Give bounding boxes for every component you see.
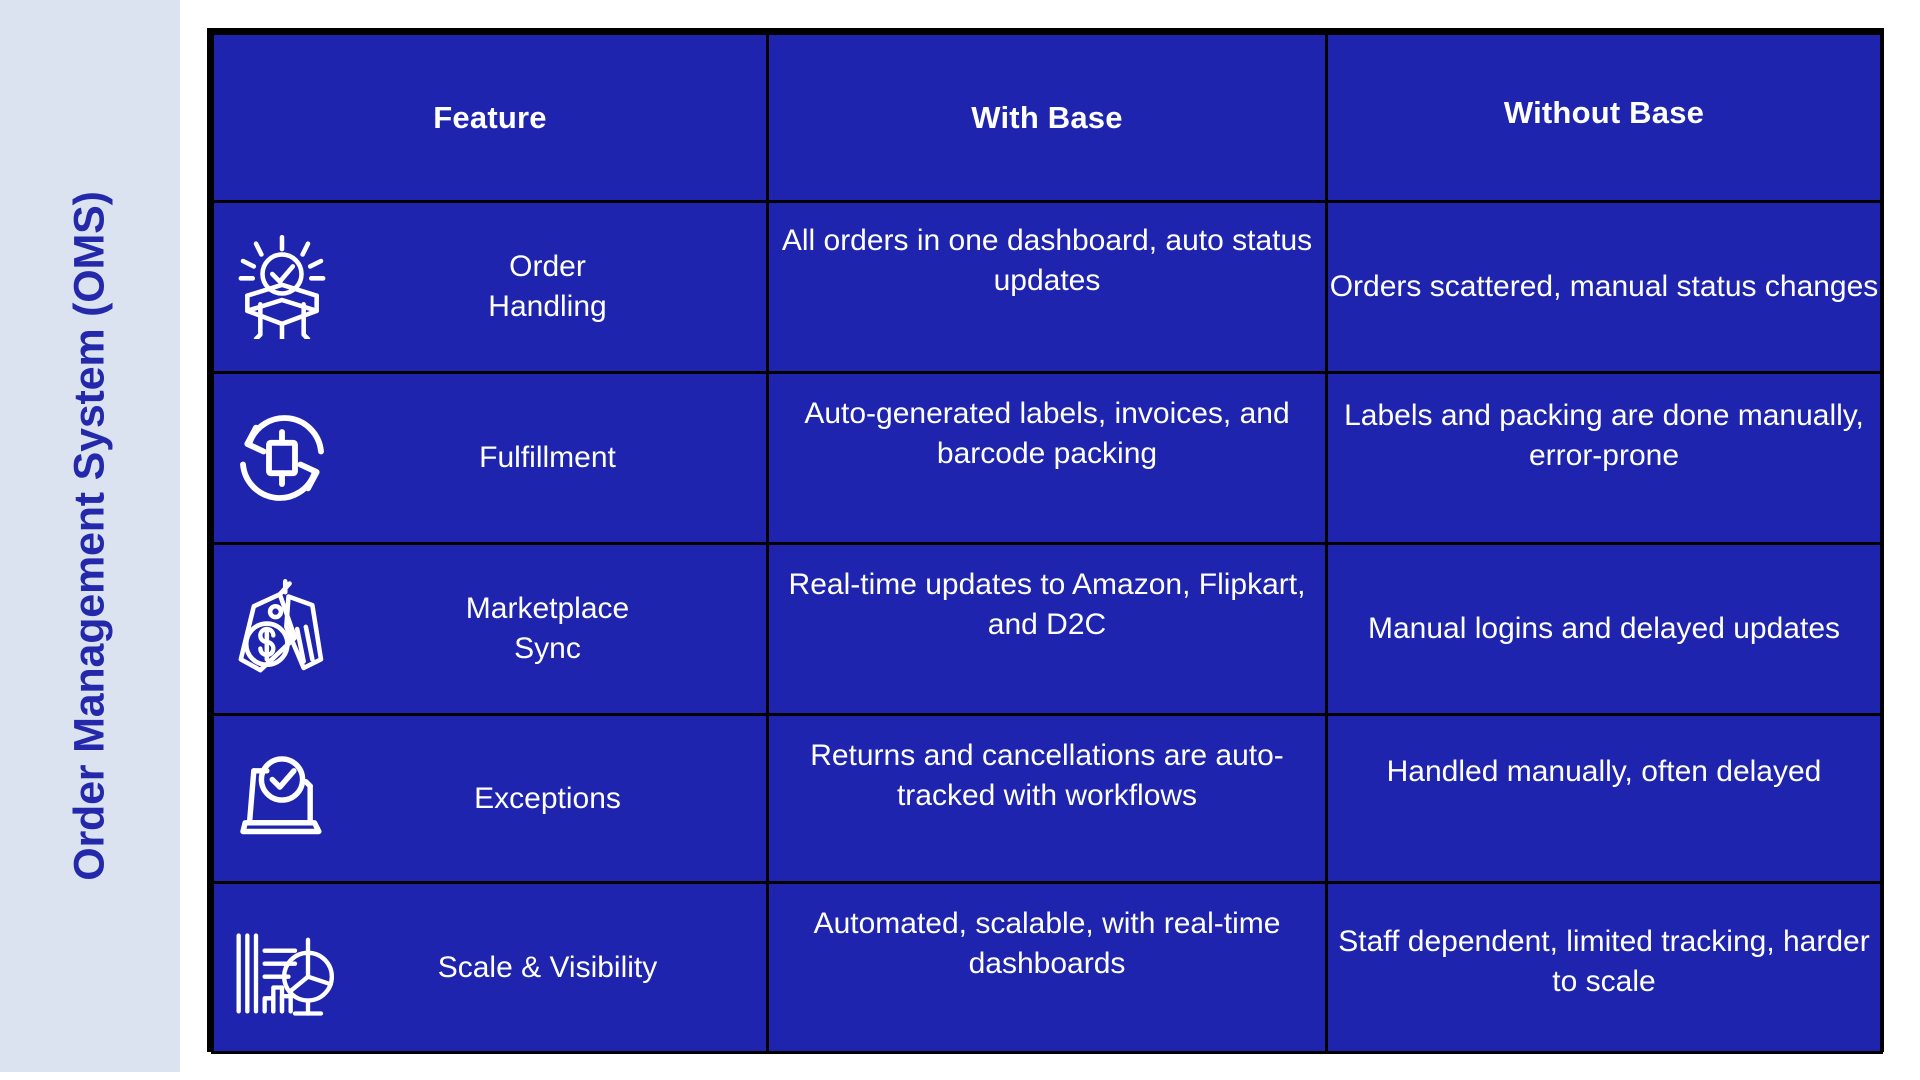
feature-label-line1: Order bbox=[509, 250, 586, 284]
column-header-without-base: Without Base bbox=[1325, 32, 1883, 203]
table-row: Scale & Visibility Automated, scalable, … bbox=[211, 881, 1883, 1054]
table-header: Feature With Base Without Base bbox=[211, 32, 1883, 203]
column-header-feature: Feature bbox=[211, 32, 769, 203]
feature-label-line2: Sync bbox=[514, 632, 581, 665]
with-base-cell: Real-time updates to Amazon, Flipkart, a… bbox=[766, 542, 1328, 716]
exceptions-laptop-check-icon bbox=[214, 743, 349, 855]
feature-label: Scale & Visibility bbox=[437, 950, 658, 984]
feature-cell: Exceptions bbox=[211, 713, 769, 884]
with-base-cell: All orders in one dashboard, auto status… bbox=[766, 200, 1328, 374]
table-row: Fulfillment Auto-generated labels, invoi… bbox=[211, 371, 1883, 545]
without-base-cell: Manual logins and delayed updates bbox=[1325, 542, 1883, 716]
order-box-check-icon bbox=[214, 231, 349, 343]
vertical-title-strip: Order Management System (OMS) bbox=[0, 0, 180, 1072]
without-base-cell: Labels and packing are done manually, er… bbox=[1325, 371, 1883, 545]
feature-cell: Scale & Visibility bbox=[211, 881, 769, 1054]
without-base-cell: Orders scattered, manual status changes bbox=[1325, 200, 1883, 374]
without-base-cell: Staff dependent, limited tracking, harde… bbox=[1325, 881, 1883, 1054]
feature-cell: Fulfillment bbox=[211, 371, 769, 545]
with-base-cell: Returns and cancellations are auto-track… bbox=[766, 713, 1328, 884]
with-base-cell: Automated, scalable, with real-time dash… bbox=[766, 881, 1328, 1054]
without-base-cell: Handled manually, often delayed bbox=[1325, 713, 1883, 884]
with-base-cell: Auto-generated labels, invoices, and bar… bbox=[766, 371, 1328, 545]
scale-visibility-analytics-icon bbox=[214, 912, 349, 1024]
feature-label: Fulfillment bbox=[479, 441, 616, 475]
comparison-table: Feature With Base Without Base bbox=[211, 32, 1883, 1054]
feature-label-line2: Handling bbox=[488, 290, 607, 323]
header-row: Feature With Base Without Base bbox=[211, 32, 1883, 203]
column-header-with-base: With Base bbox=[766, 32, 1328, 203]
fulfillment-cycle-package-icon bbox=[214, 402, 349, 514]
page-title: Order Management System (OMS) bbox=[65, 191, 114, 881]
feature-label-line1: Marketplace bbox=[465, 592, 630, 626]
table-row: Exceptions Returns and cancellations are… bbox=[211, 713, 1883, 884]
comparison-table-container: Feature With Base Without Base bbox=[207, 28, 1884, 1054]
marketplace-price-tags-dollar-icon bbox=[214, 573, 349, 685]
feature-label: Exceptions bbox=[474, 781, 621, 815]
